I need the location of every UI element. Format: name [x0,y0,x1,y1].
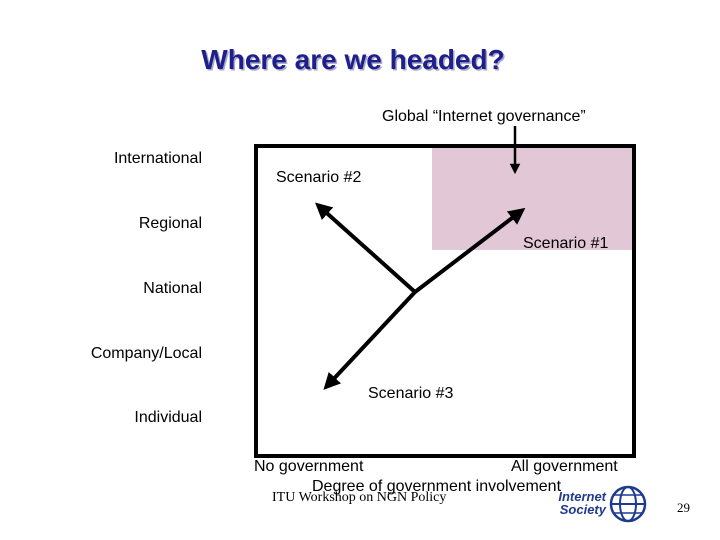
x-axis-title: Degree of government involvement [312,478,562,495]
scenario-1-label: Scenario #1 [523,235,609,252]
y-level-international: International [113,150,202,167]
y-level-national: National [143,280,202,297]
scenario-2-arrow [314,202,417,294]
highlight-region [432,146,634,250]
y-level-regional: Regional [138,215,202,232]
internet-society-logo: Internet Society [544,484,648,528]
footer-workshop: ITU Workshop on NGN Policy [272,490,447,505]
globe-icon [609,485,647,523]
scenario-1-arrow [413,207,526,294]
slide-title: Where are we headed? [201,44,505,75]
scenario-3-label: Scenario #3 [368,385,454,402]
global-governance-label: Global “Internet governance” [382,108,586,125]
y-level-company-local: Company/Local [90,345,202,362]
scenario-2-label: Scenario #2 [276,169,362,186]
x-axis-right-label: All government [511,458,618,475]
y-level-individual: Individual [134,409,202,426]
page-number: 29 [677,500,690,515]
scenario-3-arrow [323,290,417,390]
diagram-frame [254,144,636,458]
logo-wordmark: Internet Society [558,489,606,517]
x-axis-left-label: No government [254,458,364,475]
